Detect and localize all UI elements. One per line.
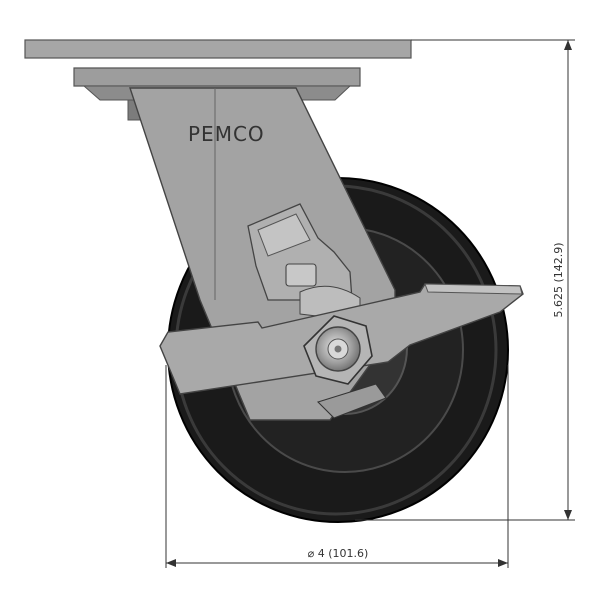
brand-logo: PEMCO	[188, 122, 265, 146]
axle-nut	[303, 315, 373, 385]
brake-pedal-tip	[424, 283, 523, 295]
width-label: ⌀ 4 (101.6)	[308, 547, 369, 560]
brake-pad	[316, 383, 387, 419]
brake-assembly	[247, 203, 361, 319]
width-dimension	[165, 365, 509, 568]
height-label: 5.625 (142.9)	[552, 242, 565, 317]
height-dimension	[355, 39, 575, 521]
mounting-plate	[24, 39, 412, 59]
